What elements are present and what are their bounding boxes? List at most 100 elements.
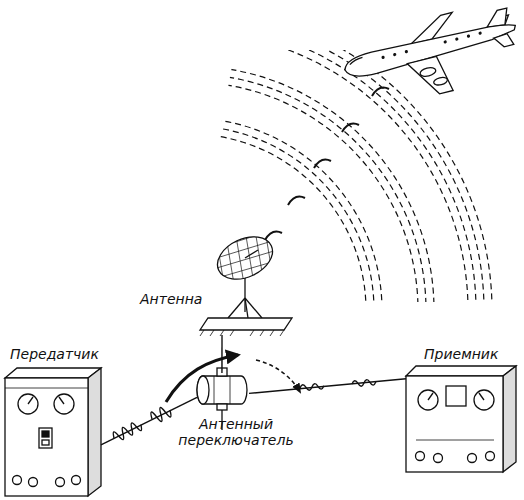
- echo-burst: [352, 379, 376, 387]
- mesh-line: [255, 230, 265, 290]
- dial-needle: [479, 393, 484, 400]
- echo-pulse: [342, 124, 359, 132]
- wave-front: [0, 82, 418, 500]
- airplane-stabilizer: [493, 33, 513, 49]
- toggle-lever: [42, 431, 49, 437]
- airplane-window: [393, 53, 397, 57]
- equipment-node: Антенный переключатель: [197, 373, 249, 407]
- platform-hatching: [200, 330, 284, 336]
- equipment-node: Антенна: [195, 230, 295, 335]
- mesh-line: [215, 230, 225, 290]
- cabinet-top: [5, 368, 101, 378]
- equipment-label: Передатчик: [10, 346, 99, 362]
- control-knob: [416, 452, 425, 461]
- control-knob: [434, 454, 443, 463]
- hatch-line: [250, 330, 254, 336]
- airplane-engine: [433, 76, 448, 86]
- hatch-line: [200, 330, 204, 336]
- transmit-burst: [149, 404, 173, 425]
- receiver-drawing: [406, 366, 516, 472]
- control-knob: [13, 476, 22, 485]
- signal-wire: [249, 379, 406, 394]
- control-knob: [468, 454, 477, 463]
- echo-pulse: [288, 197, 305, 205]
- signal-wire: [221, 335, 222, 373]
- airplane-window: [478, 31, 482, 35]
- hatch-line: [230, 330, 234, 336]
- dial-needle: [28, 397, 33, 404]
- antenna-feed: [245, 250, 258, 258]
- airplane-cockpit: [349, 57, 364, 64]
- mesh-line: [245, 230, 255, 290]
- wave-front: [0, 74, 426, 500]
- antenna-dish: [211, 229, 280, 288]
- meter-dial: [18, 394, 38, 414]
- meter-dial: [54, 394, 74, 414]
- cabinet-front: [406, 376, 503, 472]
- antenna-leg: [228, 298, 245, 318]
- antenna-leg: [245, 298, 262, 318]
- cabinet-side: [503, 366, 516, 472]
- mesh-line: [210, 268, 288, 290]
- echo-pulse: [372, 88, 389, 96]
- switch-collar: [217, 368, 227, 376]
- equipment-label: Антенна: [140, 291, 202, 307]
- toggle-switch: [39, 428, 52, 448]
- transmitter-drawing: [5, 368, 101, 496]
- cabinet-front: [5, 378, 88, 496]
- equipment-node: Передатчик: [5, 368, 101, 496]
- airplane-window: [381, 55, 385, 59]
- control-knob: [29, 478, 38, 487]
- mesh-line: [210, 258, 286, 280]
- wave-front: [0, 118, 382, 500]
- control-knob: [486, 452, 495, 461]
- hatch-line: [270, 330, 274, 336]
- hatch-line: [280, 330, 284, 336]
- mesh-line: [210, 248, 284, 270]
- transmit-flow-arrow: [166, 355, 238, 402]
- antenna-post: [244, 276, 245, 312]
- receive-flow-arrow: [256, 360, 300, 392]
- switch-collar: [217, 404, 227, 410]
- equipment-label: Приемник: [424, 346, 498, 362]
- toggle-lever: [42, 440, 49, 445]
- airplane-window: [455, 37, 459, 41]
- antenna-leg: [245, 298, 248, 318]
- panel-line: [416, 440, 494, 441]
- equipment-label: Антенный переключатель: [176, 416, 296, 448]
- mesh-line: [210, 228, 280, 250]
- switch-cylinder: [197, 376, 247, 404]
- echo-burst: [300, 383, 324, 391]
- cabinet-top: [406, 366, 516, 376]
- meter-dial: [474, 390, 494, 410]
- airplane-engine: [419, 66, 436, 78]
- dial-needle: [59, 397, 64, 404]
- airplane-windows: [381, 31, 482, 59]
- echo-pulse: [314, 160, 331, 168]
- meter-dial: [418, 390, 438, 410]
- airplane-window: [404, 50, 408, 54]
- mesh-line: [225, 230, 235, 290]
- antenna-mesh: [210, 228, 288, 290]
- airplane: [338, 0, 524, 115]
- dial-needle: [428, 393, 433, 400]
- panel-line: [5, 388, 88, 389]
- hatch-line: [220, 330, 224, 336]
- switch-band: [230, 376, 231, 404]
- wave-front: [0, 24, 476, 500]
- antenna-drawing: [200, 228, 292, 336]
- switch-band: [214, 376, 215, 404]
- airplane-wing: [407, 55, 453, 100]
- cabinet-side: [88, 368, 101, 496]
- hatch-line: [260, 330, 264, 336]
- wave-front: [0, 66, 434, 500]
- mesh-line: [210, 238, 282, 260]
- mesh-line: [265, 230, 275, 290]
- echo-pulses: [265, 88, 389, 240]
- indicator-window: [446, 386, 466, 406]
- airplane-fuselage: [342, 17, 518, 81]
- control-knob: [56, 478, 65, 487]
- airplane-window: [443, 40, 447, 44]
- antenna-platform: [200, 318, 292, 330]
